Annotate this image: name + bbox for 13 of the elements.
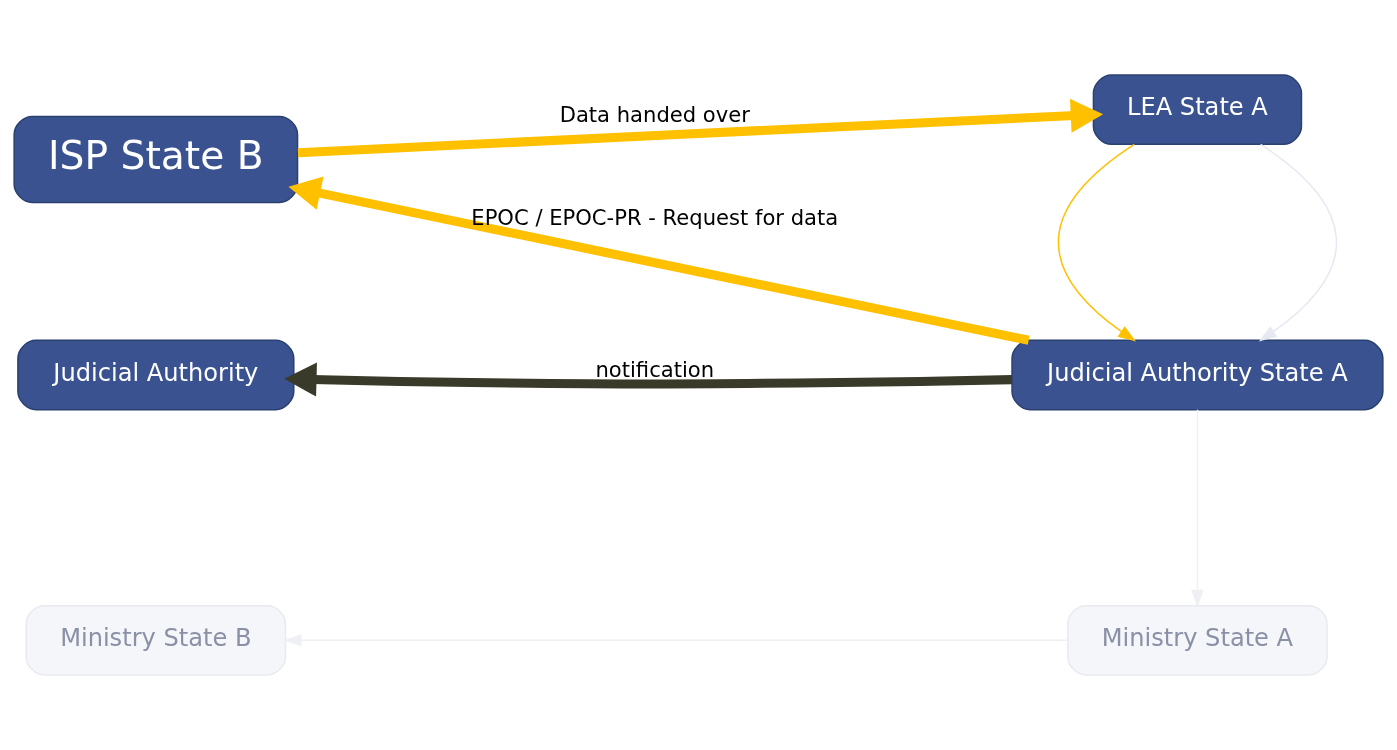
edge-label: notification — [595, 356, 715, 382]
node-box: Judicial Authority — [17, 339, 295, 411]
arrow — [1191, 408, 1204, 608]
node-box: Judicial Authority State A — [1011, 339, 1384, 411]
arrow — [1057, 143, 1137, 342]
edge-label: Data handed over — [559, 102, 750, 128]
node-box: ISP State B — [13, 115, 299, 204]
arrow — [297, 98, 1104, 158]
arrow — [288, 176, 1030, 345]
node-box: LEA State A — [1092, 74, 1303, 146]
arrow — [284, 362, 1012, 397]
arrow — [1258, 143, 1338, 342]
edge-label: EPOC / EPOC-PR - Request for data — [471, 204, 839, 230]
